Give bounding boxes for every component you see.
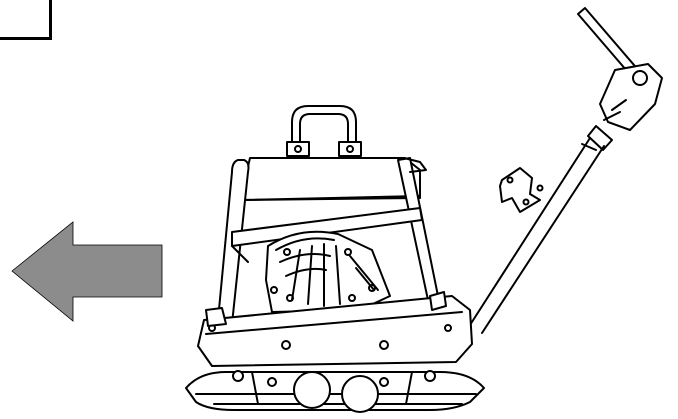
step-number-label [0, 0, 52, 40]
base-plate [197, 291, 473, 367]
handle-assembly [469, 7, 663, 334]
direction-arrow [11, 221, 163, 322]
engine-housing [265, 230, 391, 313]
vibration-plate [185, 370, 485, 413]
lifting-bail [286, 105, 362, 157]
